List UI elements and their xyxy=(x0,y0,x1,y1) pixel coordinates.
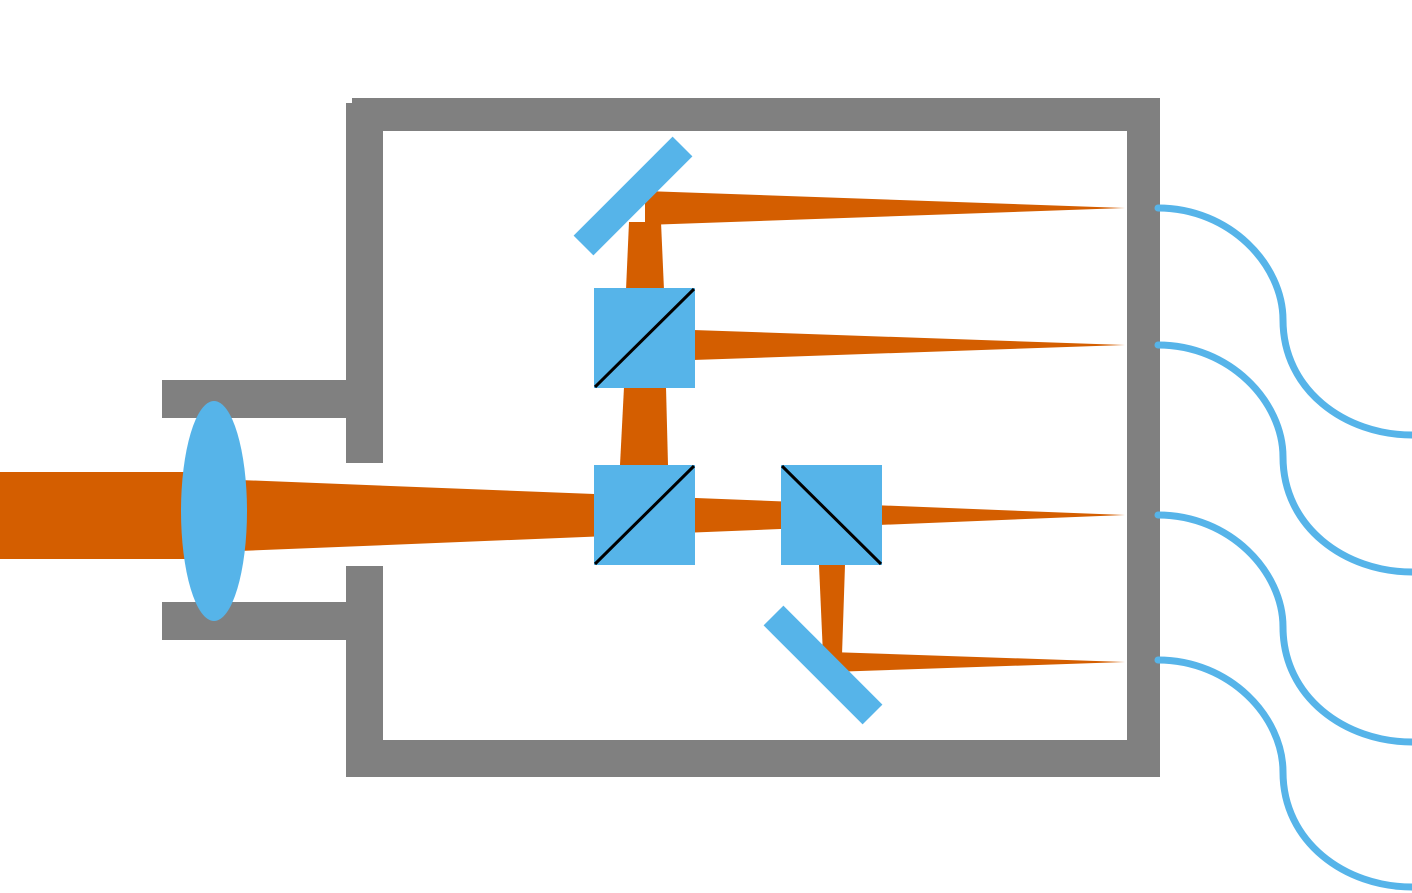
housing-left-wall-lower xyxy=(346,566,383,777)
beam-output-2 xyxy=(693,330,1125,360)
fiber-2 xyxy=(1154,341,1412,576)
optical-housing xyxy=(162,98,1160,777)
fold-mirror-lower xyxy=(763,605,883,725)
beam-vertical-lower xyxy=(620,387,668,465)
beam-splitter-upper xyxy=(593,287,696,389)
beam-vertical-right xyxy=(819,565,845,655)
beam-vertical-upper xyxy=(626,222,664,290)
beam-output-4 xyxy=(830,652,1125,672)
fiber-1 xyxy=(1154,204,1412,439)
fold-mirror-upper xyxy=(573,136,693,256)
housing-top-wall xyxy=(352,98,1160,131)
entrance-tube-top xyxy=(162,380,383,418)
entrance-tube-bottom xyxy=(162,602,383,640)
fiber-4 xyxy=(1154,656,1412,891)
output-fibers xyxy=(1154,204,1412,891)
housing-right-wall xyxy=(1127,98,1160,777)
beam-splitter-center xyxy=(593,464,696,566)
beam-output-1 xyxy=(645,191,1125,225)
housing-bottom-wall xyxy=(346,740,1160,777)
fold-mirrors xyxy=(573,136,883,725)
input-beam xyxy=(0,472,215,559)
beam-splitters xyxy=(593,287,883,566)
beam-splitter-right xyxy=(780,464,883,566)
laser-beams xyxy=(0,191,1125,672)
fiber-3 xyxy=(1154,511,1412,746)
focusing-lens xyxy=(181,401,247,621)
